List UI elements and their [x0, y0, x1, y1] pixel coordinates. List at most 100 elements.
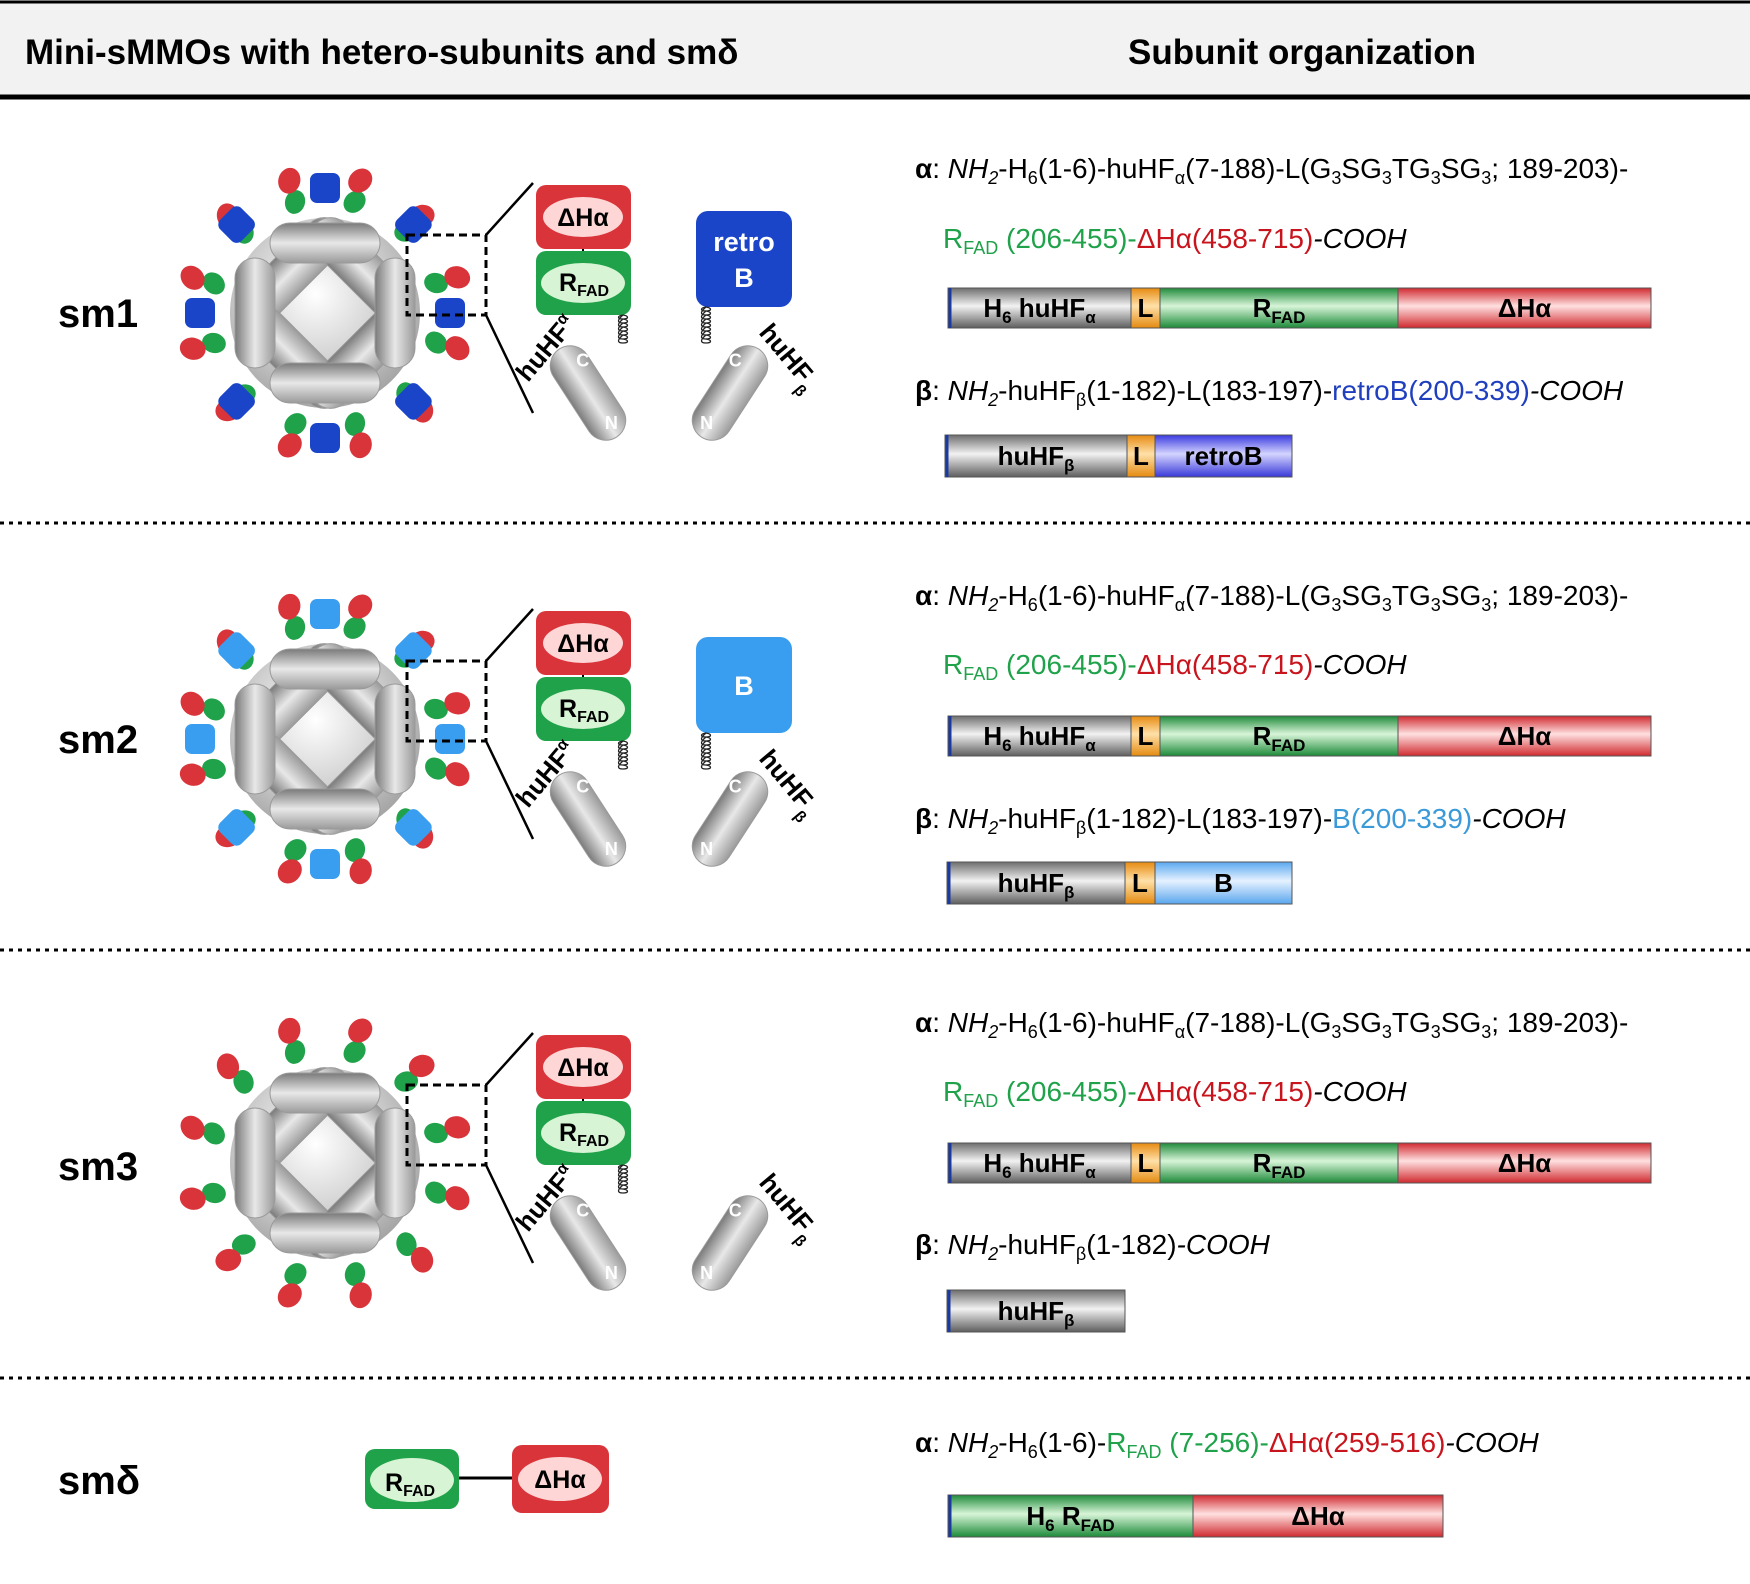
bar-seg-0 — [947, 287, 1132, 329]
zoom-rfad-ellipse — [541, 689, 625, 729]
bar-seg-label-0: H6 huHFα — [983, 293, 1096, 327]
surface-rfad-5 — [344, 1262, 366, 1286]
zoom-beta-coil — [700, 732, 712, 770]
bar-seg-1 — [1130, 1142, 1161, 1184]
zoom-box — [405, 233, 488, 317]
surface-dha-1 — [408, 1054, 435, 1078]
zoom-box — [405, 1083, 488, 1167]
bar-seg-label-1: L — [1133, 441, 1149, 471]
bar-seg-2 — [1159, 1142, 1399, 1184]
surface-b-7 — [218, 632, 255, 669]
bar-seg-label-1: L — [1132, 868, 1148, 898]
bar-seg-label-0: H6 huHFα — [983, 721, 1096, 755]
zoom-huhf-beta-c: C — [729, 1201, 742, 1221]
zoom-line-bottom — [484, 1164, 535, 1264]
cage-subunit-6 — [234, 683, 276, 795]
bar-seg-3 — [1397, 1142, 1652, 1184]
bar-seg-1 — [1192, 1494, 1444, 1538]
surface-rfad-3 — [425, 757, 448, 780]
zoom-alpha-coil — [617, 1164, 629, 1194]
bar-seg-label-2: RFAD — [1253, 293, 1306, 327]
surface-pair-11 — [278, 167, 306, 214]
zoom-line-bottom — [484, 740, 535, 840]
zoom-line-bottom — [484, 314, 535, 414]
zoom-huhf-alpha: CN — [549, 345, 627, 441]
surface-pair-9 — [180, 1115, 225, 1145]
bar-seg-0 — [946, 1289, 1126, 1333]
surface-pair-11 — [278, 1017, 306, 1064]
zoom-rfad-label: RFAD — [559, 695, 609, 726]
surface-dha-3 — [445, 762, 470, 787]
zoom-b-domain — [696, 211, 792, 307]
surface-b-5 — [218, 809, 255, 846]
surface-dha-9 — [180, 691, 205, 716]
bar-seg-label-3: ΔHα — [1498, 1148, 1551, 1178]
surface-rfad-9 — [202, 698, 225, 721]
surface-pair-3 — [425, 1181, 470, 1211]
surface-pair-9 — [180, 691, 225, 721]
surface-rfad-8 — [202, 332, 226, 354]
smdelta-schematic: RFAD ΔHα — [365, 1445, 609, 1513]
zoom-beta-coil — [700, 306, 712, 344]
surface-dha-10 — [216, 1053, 240, 1080]
surface-b-0 — [310, 599, 340, 629]
sm1-alpha-line2: RFAD (206-455)-ΔHα(458-715)-COOH — [943, 223, 1407, 258]
surface-pair-8 — [179, 758, 226, 786]
zoom-huhf-beta-body — [691, 771, 769, 867]
bar-seg-2 — [1159, 287, 1399, 329]
zoom-b-label-retro: retro — [713, 227, 775, 257]
zoom-huhf-alpha-n: N — [605, 413, 618, 433]
cage-subunit-7-body — [374, 1107, 416, 1219]
surface-rfad-5 — [344, 838, 366, 862]
zoom-b-label-b: B — [734, 263, 754, 293]
surface-rfad-9 — [202, 1122, 225, 1145]
surface-dha-2 — [444, 266, 471, 289]
bar-seg-label-0: huHFβ — [998, 868, 1075, 902]
row-separators — [0, 521, 1750, 1380]
cage-subunit-4-body — [269, 648, 381, 690]
surface-rfad-11 — [284, 1040, 306, 1064]
sm3-alpha-line1: α: NH2-H6(1-6)-huHFα(7-188)-L(G3SG3TG3SG… — [915, 1007, 1628, 1042]
surface-b-3 — [395, 809, 432, 846]
sm1-beta-formula: β: NH2-huHFβ(1-182)-L(183-197)-retroB(20… — [915, 375, 1624, 410]
cage-subunit-7 — [374, 257, 416, 369]
zoom-huhf-alpha-n: N — [605, 1263, 618, 1283]
surface-rfad-6 — [284, 413, 307, 436]
cage-subunit-5-body — [269, 788, 381, 830]
cage-subunit-4 — [269, 1072, 381, 1114]
zoom-huhf-alpha-body — [549, 1195, 627, 1291]
zoom-huhf-beta-body — [691, 1195, 769, 1291]
surface-dha-3 — [445, 336, 470, 361]
surface-dha-6 — [277, 1283, 302, 1308]
zoom-rfad-label: RFAD — [559, 1119, 609, 1150]
cage-subunit-5 — [269, 788, 381, 830]
surface-pair-10 — [216, 1053, 254, 1094]
surface-dha-5 — [349, 858, 372, 885]
bar-seg-label-1: L — [1138, 721, 1154, 751]
surface-rfad-0 — [343, 1040, 366, 1063]
zoom-huhf-alpha-body — [549, 771, 627, 867]
surface-pair-3 — [425, 757, 470, 787]
bar-seg-label-2: RFAD — [1253, 1148, 1306, 1182]
zoom-rfad-label: RFAD — [559, 269, 609, 300]
surface-rfad-1 — [394, 1071, 419, 1092]
row-name-sm3: sm3 — [58, 1145, 138, 1189]
zoom-huhf-alpha-c: C — [576, 777, 589, 797]
surface-dha-2 — [444, 692, 471, 715]
bar-seg-label-1: L — [1138, 293, 1154, 323]
surface-rfad-3 — [425, 1181, 448, 1204]
cage-subunit-5-body — [269, 1212, 381, 1254]
bar-seg-1 — [1130, 287, 1161, 329]
surface-rfad-11 — [284, 190, 306, 214]
bar-seg-2 — [1154, 861, 1293, 905]
surface-dha-0 — [348, 1018, 373, 1043]
surface-pair-11 — [278, 593, 306, 640]
surface-b-4 — [310, 423, 340, 453]
surface-dha-5 — [349, 1282, 372, 1309]
zoom-b-domain — [696, 637, 792, 733]
surface-dha-8 — [179, 763, 206, 786]
surface-dha-4 — [410, 1246, 434, 1273]
